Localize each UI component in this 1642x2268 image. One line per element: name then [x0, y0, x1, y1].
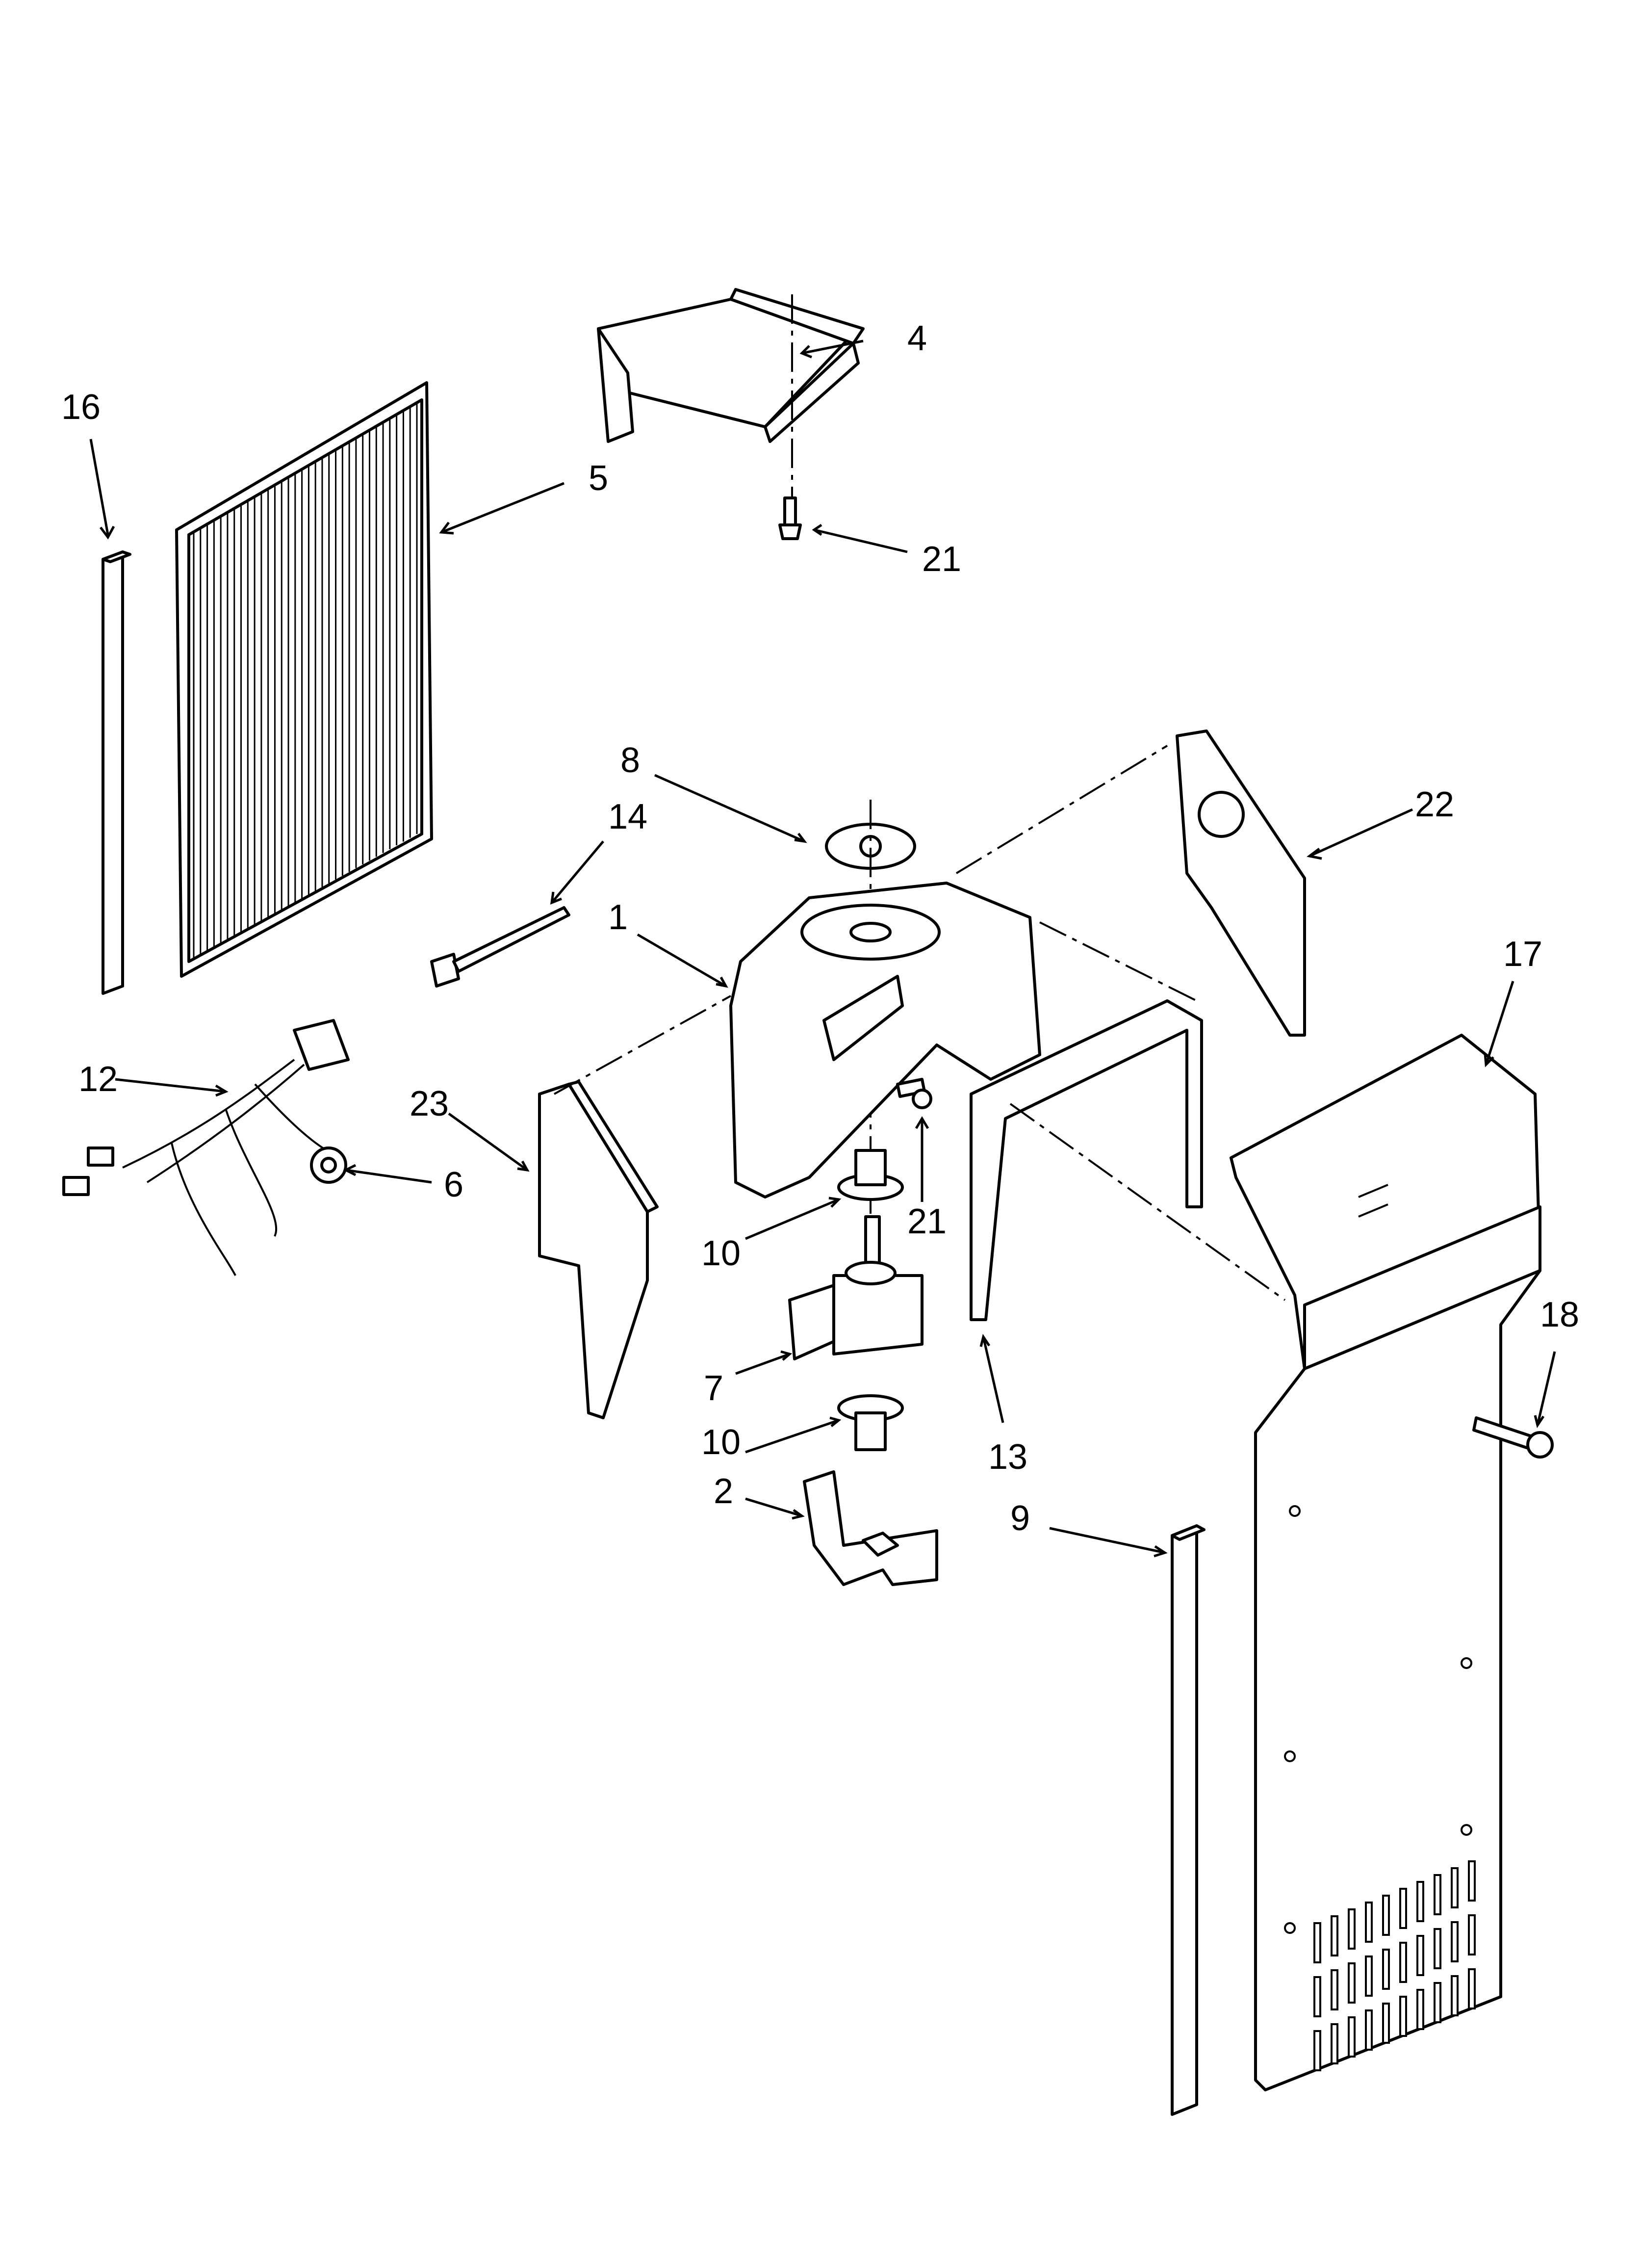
part-8-fan-blade — [825, 800, 916, 1256]
part-17-air-duct-cover — [1230, 1034, 1541, 2091]
callout-17: 17 — [1503, 935, 1543, 974]
callout-23: 23 — [409, 1084, 449, 1123]
vent-slot — [1399, 1996, 1407, 2037]
callout-10-upper: 10 — [701, 1234, 741, 1273]
callout-8: 8 — [620, 741, 641, 780]
vent-slot — [1399, 1888, 1407, 1929]
part-6-thermistor — [310, 1147, 347, 1184]
part-7-fan-motor — [788, 1215, 924, 1360]
part-5-evaporator-cover — [175, 381, 433, 978]
callout-5: 5 — [588, 459, 609, 498]
callout-12: 12 — [78, 1060, 118, 1099]
callout-9: 9 — [1010, 1499, 1030, 1538]
vent-slot — [1416, 1989, 1424, 2030]
vent-slot — [1313, 1922, 1321, 1963]
part-14-cable-tie — [430, 906, 570, 988]
part-9-foam-strip — [1171, 1524, 1206, 2116]
vent-slot — [1451, 1867, 1459, 1908]
vent-slot — [1313, 2030, 1321, 2071]
part-12-wire-harness — [62, 1019, 350, 1276]
vent-slot — [1348, 1908, 1356, 1950]
part-4-top-bracket — [597, 288, 865, 505]
vent-slot — [1416, 1881, 1424, 1922]
alignment-lines — [554, 745, 1286, 1301]
callout-7: 7 — [703, 1369, 724, 1408]
callout-10-lower: 10 — [701, 1423, 741, 1462]
callout-21-side: 21 — [907, 1202, 947, 1241]
callout-16: 16 — [61, 388, 101, 427]
vent-slot — [1365, 2009, 1373, 2051]
callout-13: 13 — [988, 1437, 1028, 1477]
leader-lines — [89, 339, 1556, 1558]
part-23-insulation-panel — [538, 1080, 659, 1419]
callout-6: 6 — [443, 1165, 464, 1204]
vent-slot — [1382, 1949, 1390, 1990]
vent-slot — [1434, 1874, 1441, 1915]
vent-slot — [1468, 1860, 1476, 1902]
callout-1: 1 — [608, 898, 628, 937]
vent-slot — [1451, 1921, 1459, 1962]
part-1-fan-shroud — [729, 882, 1041, 1199]
vent-slot — [1331, 1969, 1338, 2010]
callout-21-top: 21 — [922, 540, 962, 579]
part-21-screw-top — [778, 496, 802, 540]
vent-slot — [1451, 1975, 1459, 2016]
callout-14: 14 — [608, 797, 648, 836]
vent-slot — [1365, 1955, 1373, 1997]
vent-slot — [1382, 2003, 1390, 2044]
part-21-screw-side — [896, 1078, 932, 1109]
vent-slot — [1365, 1902, 1373, 1943]
vent-slot — [1382, 1895, 1390, 1936]
callout-2: 2 — [713, 1472, 734, 1511]
vent-slot — [1468, 1914, 1476, 1955]
part-13-u-channel — [970, 999, 1203, 1321]
part-2-motor-bracket — [803, 1470, 938, 1586]
vent-slot — [1348, 2016, 1356, 2058]
vent-slot — [1399, 1942, 1407, 1983]
part-10-grommet-lower — [837, 1394, 904, 1451]
part-10-grommet-upper — [837, 1149, 904, 1201]
callout-22: 22 — [1414, 785, 1455, 824]
vent-slot — [1468, 1968, 1476, 2009]
vent-slot — [1434, 1982, 1441, 2023]
vent-slot — [1416, 1935, 1424, 1976]
vent-slot — [1348, 1962, 1356, 2004]
vent-slot — [1313, 1976, 1321, 2017]
callout-4: 4 — [907, 319, 927, 358]
callout-18: 18 — [1539, 1295, 1580, 1334]
part-18-screw — [1472, 1416, 1554, 1459]
vent-slot — [1434, 1928, 1441, 1969]
vent-slot — [1331, 1915, 1338, 1956]
part-22-side-panel — [1176, 730, 1306, 1037]
part-16-foam-strip — [102, 550, 131, 995]
vent-slot — [1331, 2023, 1338, 2064]
